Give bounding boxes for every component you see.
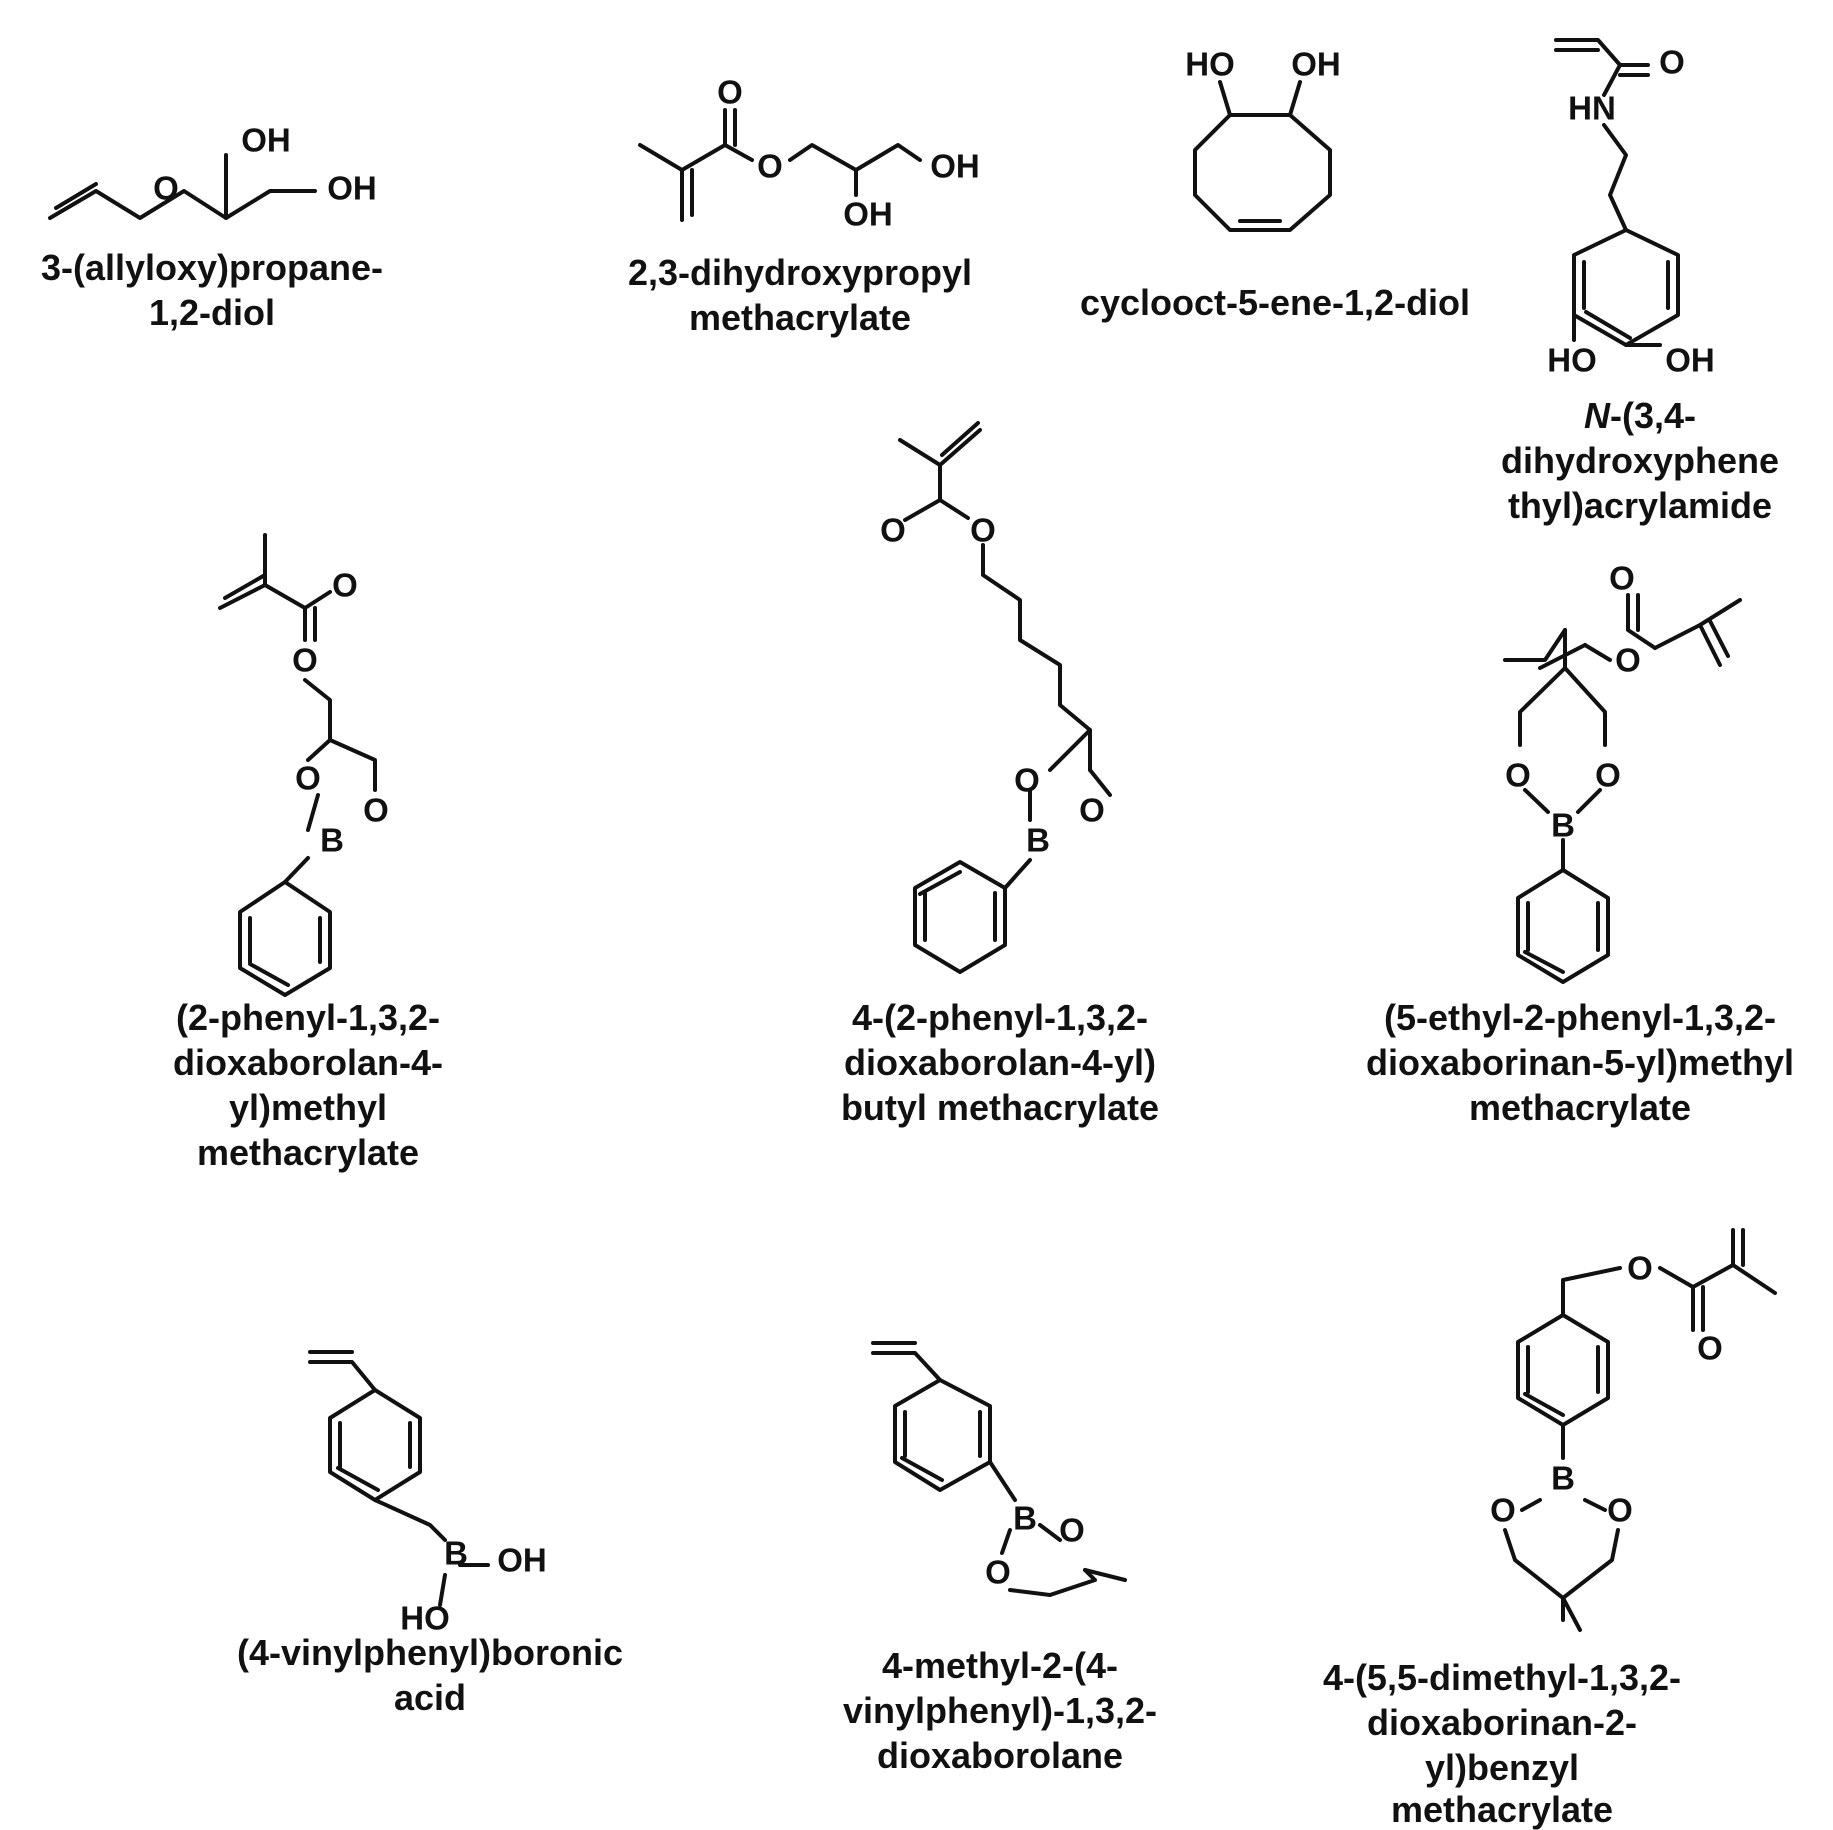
compound-name-line: cyclooct-5-ene-1,2-diol xyxy=(1080,282,1470,323)
atom-ester-o: O xyxy=(1627,1250,1653,1287)
structure-dihydroxypropyl-methacrylate xyxy=(638,108,922,222)
atom-ring-o1: O xyxy=(1014,762,1040,799)
atom-ring-o1: O xyxy=(1490,1492,1516,1529)
structure-dioxaborinan-methyl-methacrylate xyxy=(1503,593,1742,984)
atom-ring-o2: O xyxy=(1595,757,1621,794)
atom-boron: B xyxy=(1026,822,1050,859)
name-rest: -(3,4- xyxy=(1610,395,1696,436)
name-italic-prefix: N xyxy=(1584,395,1611,436)
atom-oh1: OH xyxy=(497,1542,547,1579)
compound-name-line: yl)methyl xyxy=(229,1087,387,1128)
compound-dioxaborolan-butyl-methacrylate: O O O O B 4-(2-phenyl-1,3,2- dioxaborola… xyxy=(841,421,1159,1128)
atom-oh2: OH xyxy=(1665,342,1715,379)
compound-name-line: methacrylate xyxy=(197,1132,419,1173)
compound-name-line: (4-vinylphenyl)boronic xyxy=(237,1632,623,1673)
compound-name-line: 4-(5,5-dimethyl-1,3,2- xyxy=(1323,1657,1681,1698)
compound-name-line: dioxaborolan-4-yl) xyxy=(844,1042,1156,1083)
compound-name-line: dioxaborinan-5-yl)methyl xyxy=(1366,1042,1794,1083)
atom-ring-o2: O xyxy=(363,792,389,829)
atom-ester-o: O xyxy=(970,512,996,549)
compound-name-line: acid xyxy=(394,1677,466,1718)
compound-name-line: 2,3-dihydroxypropyl xyxy=(628,252,972,293)
structure-vinylphenylboronic-acid xyxy=(308,1350,490,1607)
compound-dimethyl-dioxaborinan-benzyl-methacrylate: O O B O O 4-(5,5-dimethyl-1,3,2- dioxabo… xyxy=(1323,1228,1777,1830)
atom-carbonyl-o: O xyxy=(332,567,358,604)
atom-carbonyl-o: O xyxy=(1697,1330,1723,1367)
compound-name-line: methacrylate xyxy=(1391,1789,1613,1830)
compound-name-line: dioxaborolan-4- xyxy=(173,1042,443,1083)
atom-oxy: O xyxy=(153,170,179,207)
compound-dioxaborolan-methyl-methacrylate: O O O O B (2-phenyl-1,3,2- dioxaborolan-… xyxy=(173,533,443,1173)
atom-ring-o2: O xyxy=(1079,792,1105,829)
compound-name-line: (2-phenyl-1,3,2- xyxy=(176,997,440,1038)
atom-oh1: HO xyxy=(1547,342,1597,379)
atom-boron: B xyxy=(320,822,344,859)
compound-methyl-vinylphenyl-dioxaborolane: B O O 4-methyl-2-(4- vinylphenyl)-1,3,2-… xyxy=(843,1341,1157,1776)
atom-oh1: OH xyxy=(241,122,291,159)
atom-carbonyl-o: O xyxy=(1609,560,1635,597)
compound-cyclooctenediol: HO OH cyclooct-5-ene-1,2-diol xyxy=(1080,46,1470,324)
atom-boron: B xyxy=(1551,1460,1575,1497)
compound-dopamine-acrylamide: O HN HO OH N-(3,4- dihydroxyphene thyl)a… xyxy=(1501,38,1779,526)
compound-name-line: 4-(2-phenyl-1,3,2- xyxy=(852,997,1148,1038)
atom-boron: B xyxy=(444,1535,468,1572)
compound-name-line: yl)benzyl xyxy=(1425,1747,1579,1788)
atom-ring-o2: O xyxy=(1607,1492,1633,1529)
structure-allyloxypropanediol xyxy=(48,153,317,220)
compound-dihydroxypropyl-methacrylate: O O OH OH 2,3-dihydroxypropyl methacryla… xyxy=(628,74,980,339)
atom-boron: B xyxy=(1013,1500,1037,1537)
atom-carbonyl-o: O xyxy=(1659,44,1685,81)
atom-oh2: OH xyxy=(327,170,377,207)
atom-ring-o2: O xyxy=(985,1554,1011,1591)
compound-name-line: dioxaborolane xyxy=(877,1735,1123,1776)
compound-name-line: 1,2-diol xyxy=(149,292,275,333)
atom-oh2: HO xyxy=(400,1600,450,1637)
compound-allyloxypropanediol: O OH OH 3-(allyloxy)propane- 1,2-diol xyxy=(41,122,383,334)
structure-dioxaborolan-butyl-methacrylate xyxy=(898,421,1112,974)
compound-vinylphenylboronic-acid: B OH HO (4-vinylphenyl)boronic acid xyxy=(237,1350,623,1718)
compound-dioxaborinan-methyl-methacrylate: O O O O B (5-ethyl-2-phenyl-1,3,2- dioxa… xyxy=(1366,560,1794,1129)
atom-oh1: HO xyxy=(1185,46,1235,83)
atom-boron: B xyxy=(1551,807,1575,844)
compound-name-line: dihydroxyphene xyxy=(1501,440,1779,481)
compound-name-line: vinylphenyl)-1,3,2- xyxy=(843,1690,1157,1731)
compound-name-line: methacrylate xyxy=(1469,1087,1691,1128)
compound-name-line: (5-ethyl-2-phenyl-1,3,2- xyxy=(1384,997,1776,1038)
compound-name-line: 4-methyl-2-(4- xyxy=(882,1645,1118,1686)
atom-carbonyl-o: O xyxy=(717,74,743,111)
compound-name-line: dioxaborinan-2- xyxy=(1367,1702,1637,1743)
atom-ester-o: O xyxy=(292,642,318,679)
atom-nh: HN xyxy=(1568,90,1616,127)
atom-ring-o1: O xyxy=(295,760,321,797)
structure-methyl-vinylphenyl-dioxaborolane xyxy=(871,1341,1127,1597)
atom-oh1: OH xyxy=(930,148,980,185)
compound-name-line: butyl methacrylate xyxy=(841,1087,1159,1128)
atom-ester-o: O xyxy=(757,148,783,185)
atom-ester-o: O xyxy=(1615,642,1641,679)
compound-name-line: 3-(allyloxy)propane- xyxy=(41,247,383,288)
structure-dioxaborolan-methyl-methacrylate xyxy=(218,533,377,997)
atom-oh2: OH xyxy=(843,196,893,233)
structure-dimethyl-dioxaborinan-benzyl-methacrylate xyxy=(1503,1228,1777,1632)
atom-carbonyl-o: O xyxy=(880,512,906,549)
atom-ring-o1: O xyxy=(1505,757,1531,794)
atom-oh2: OH xyxy=(1291,46,1341,83)
compound-name-line: thyl)acrylamide xyxy=(1508,485,1772,526)
structure-cyclooctenediol xyxy=(1193,80,1332,232)
compound-name-line: N-(3,4- xyxy=(1584,395,1696,436)
structure-dopamine-acrylamide xyxy=(1554,38,1680,347)
atom-ring-o1: O xyxy=(1059,1512,1085,1549)
compound-name-line: methacrylate xyxy=(689,297,911,338)
